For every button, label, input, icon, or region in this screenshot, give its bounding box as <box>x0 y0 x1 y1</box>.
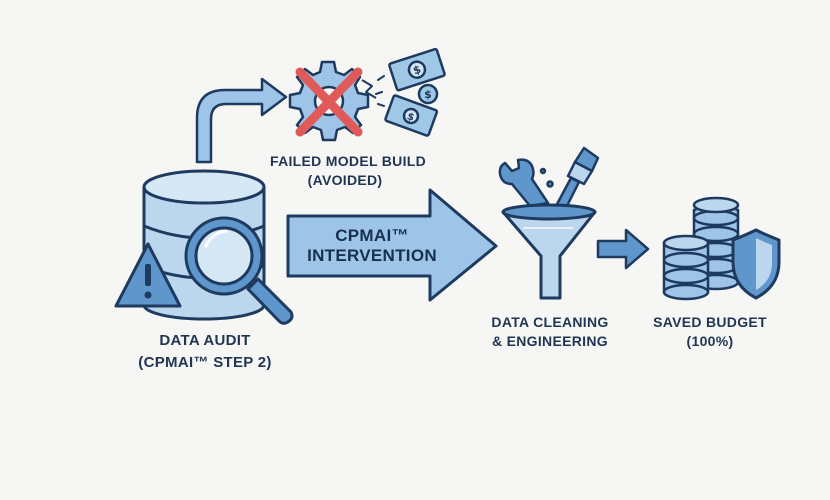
data-audit-subtitle: (CPMAI™ STEP 2) <box>138 354 272 371</box>
intervention-label: CPMAI™ INTERVENTION <box>292 226 452 266</box>
svg-text:$: $ <box>424 88 432 101</box>
budget-label: SAVED BUDGET (100%) <box>640 313 780 351</box>
magnifier-icon <box>184 216 294 325</box>
failed-build-label: FAILED MODEL BUILD (AVOIDED) <box>270 152 427 190</box>
brush-icon <box>539 146 600 210</box>
cleaning-subtitle: & ENGINEERING <box>492 333 608 349</box>
shield-icon <box>731 228 781 300</box>
coins-icon <box>662 196 740 301</box>
intervention-arrow <box>286 188 498 302</box>
wrench-icon <box>498 158 550 208</box>
intervention-title: CPMAI™ <box>335 226 409 245</box>
warning-icon <box>114 242 182 308</box>
small-arrow <box>596 228 650 270</box>
cross-icon <box>295 67 363 137</box>
cleaning-label: DATA CLEANING & ENGINEERING <box>475 313 625 351</box>
bent-arrow-up <box>195 77 288 164</box>
failed-build-subtitle: (AVOIDED) <box>307 172 383 188</box>
money-icon: $ $ $ <box>375 47 446 137</box>
budget-subtitle: (100%) <box>686 333 734 349</box>
data-audit-title: DATA AUDIT <box>159 332 251 349</box>
cleaning-title: DATA CLEANING <box>491 314 609 330</box>
svg-text:$: $ <box>411 63 422 78</box>
budget-title: SAVED BUDGET <box>653 314 767 330</box>
svg-text:$: $ <box>405 111 415 124</box>
data-audit-label: DATA AUDIT (CPMAI™ STEP 2) <box>125 330 285 374</box>
failed-build-title: FAILED MODEL BUILD <box>270 153 427 169</box>
intervention-subtitle: INTERVENTION <box>307 246 437 265</box>
funnel-icon <box>501 203 597 300</box>
